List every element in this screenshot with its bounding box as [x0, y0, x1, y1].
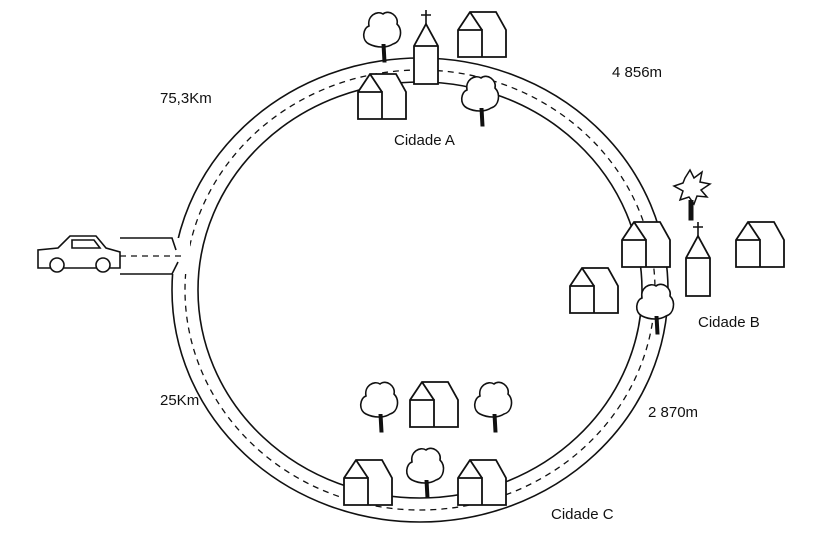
distance-b-to-c: 2 870m — [648, 404, 699, 421]
distance-c-to-car: 25Km — [160, 392, 200, 409]
town-b-buildings — [569, 168, 785, 335]
distance-car-to-a: 75,3Km — [160, 90, 212, 107]
town-a-label: Cidade A — [394, 132, 455, 149]
car-icon — [37, 235, 121, 273]
town-c-label: Cidade C — [551, 506, 614, 523]
town-b-label: Cidade B — [698, 314, 760, 331]
sun-tree-icon — [672, 168, 712, 206]
town-a-buildings — [357, 9, 507, 127]
town-c-buildings — [343, 381, 513, 506]
entrance-road — [120, 237, 190, 275]
distance-a-to-b: 4 856m — [612, 64, 663, 81]
